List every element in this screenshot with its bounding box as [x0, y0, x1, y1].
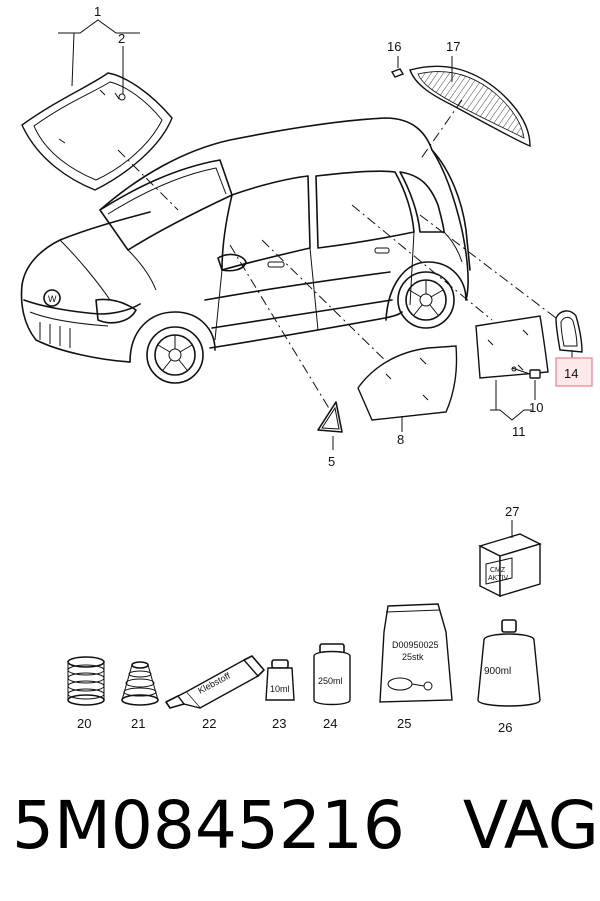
- parts-diagram: 1 2 16 17: [20, 4, 593, 735]
- pack-qty-label: 25stk: [402, 652, 424, 662]
- callout-24: 24: [323, 716, 337, 731]
- callout-10: 10: [529, 400, 543, 415]
- callout-17: 17: [446, 39, 460, 54]
- front-wheel: [129, 311, 216, 384]
- quarter-vent-fit-line: [229, 244, 331, 411]
- callout-5: 5: [328, 454, 335, 469]
- box-label-line1: CMZ: [490, 567, 506, 574]
- callout-22: 22: [202, 716, 216, 731]
- rear-clip: [390, 68, 405, 78]
- front-quarter-glass: [317, 401, 343, 433]
- car-body: W: [20, 117, 471, 363]
- pack-code-label: D00950025: [392, 640, 439, 650]
- windscreen-fit-line: [117, 149, 179, 211]
- brand-name: VAG: [462, 787, 599, 864]
- callout-8: 8: [397, 432, 404, 447]
- windscreen-glass: [21, 72, 173, 191]
- cleaner-bottle-large: 900ml: [477, 619, 541, 707]
- box-label-line2: AKTIV: [488, 575, 509, 582]
- front-door-glass: [357, 345, 458, 421]
- primer-bottle-small: 10ml: [265, 659, 295, 701]
- callout-20: 20: [77, 716, 91, 731]
- adhesive-tube: Klebstoff: [165, 655, 265, 709]
- callout-1-leader: [58, 19, 140, 87]
- jar-label: 250ml: [318, 676, 343, 686]
- rear-quarter-glass: [555, 310, 583, 353]
- callout-16: 16: [387, 39, 401, 54]
- callout-14: 14: [564, 366, 578, 381]
- callout-2: 2: [118, 31, 125, 46]
- activator-box: CMZ AKTIV: [478, 533, 542, 598]
- primer-jar: 250ml: [313, 643, 351, 706]
- small-bottle-label: 10ml: [270, 684, 290, 694]
- highlighted-part-box: [555, 357, 593, 387]
- svg-text:W: W: [48, 294, 57, 304]
- large-bottle-label: 900ml: [484, 666, 511, 677]
- cutting-wire-coil: [121, 661, 159, 706]
- callout-21: 21: [131, 716, 145, 731]
- rear-screen-fit-line: [419, 99, 463, 161]
- rear-door-glass: [475, 315, 549, 379]
- part-number: 5M0845216: [12, 787, 405, 864]
- sealing-cord-roll: [67, 656, 105, 706]
- front-door-glass-fit-line: [261, 239, 396, 371]
- callout-11-leader: [490, 409, 532, 421]
- rear-quarter-fit-line: [419, 214, 557, 319]
- callout-11: 11: [512, 424, 526, 439]
- part-caption: 5M0845216 VAG: [12, 786, 599, 876]
- callout-25: 25: [397, 716, 411, 731]
- rear-wheel: [385, 261, 467, 329]
- rear-screen-glass: [409, 65, 531, 148]
- callout-26: 26: [498, 720, 512, 735]
- callout-27: 27: [505, 504, 519, 519]
- callout-23: 23: [272, 716, 286, 731]
- callout-1: 1: [94, 4, 101, 19]
- rear-glass-guide-clip: [511, 366, 541, 379]
- applicator-pack: D00950025 25stk: [379, 603, 453, 703]
